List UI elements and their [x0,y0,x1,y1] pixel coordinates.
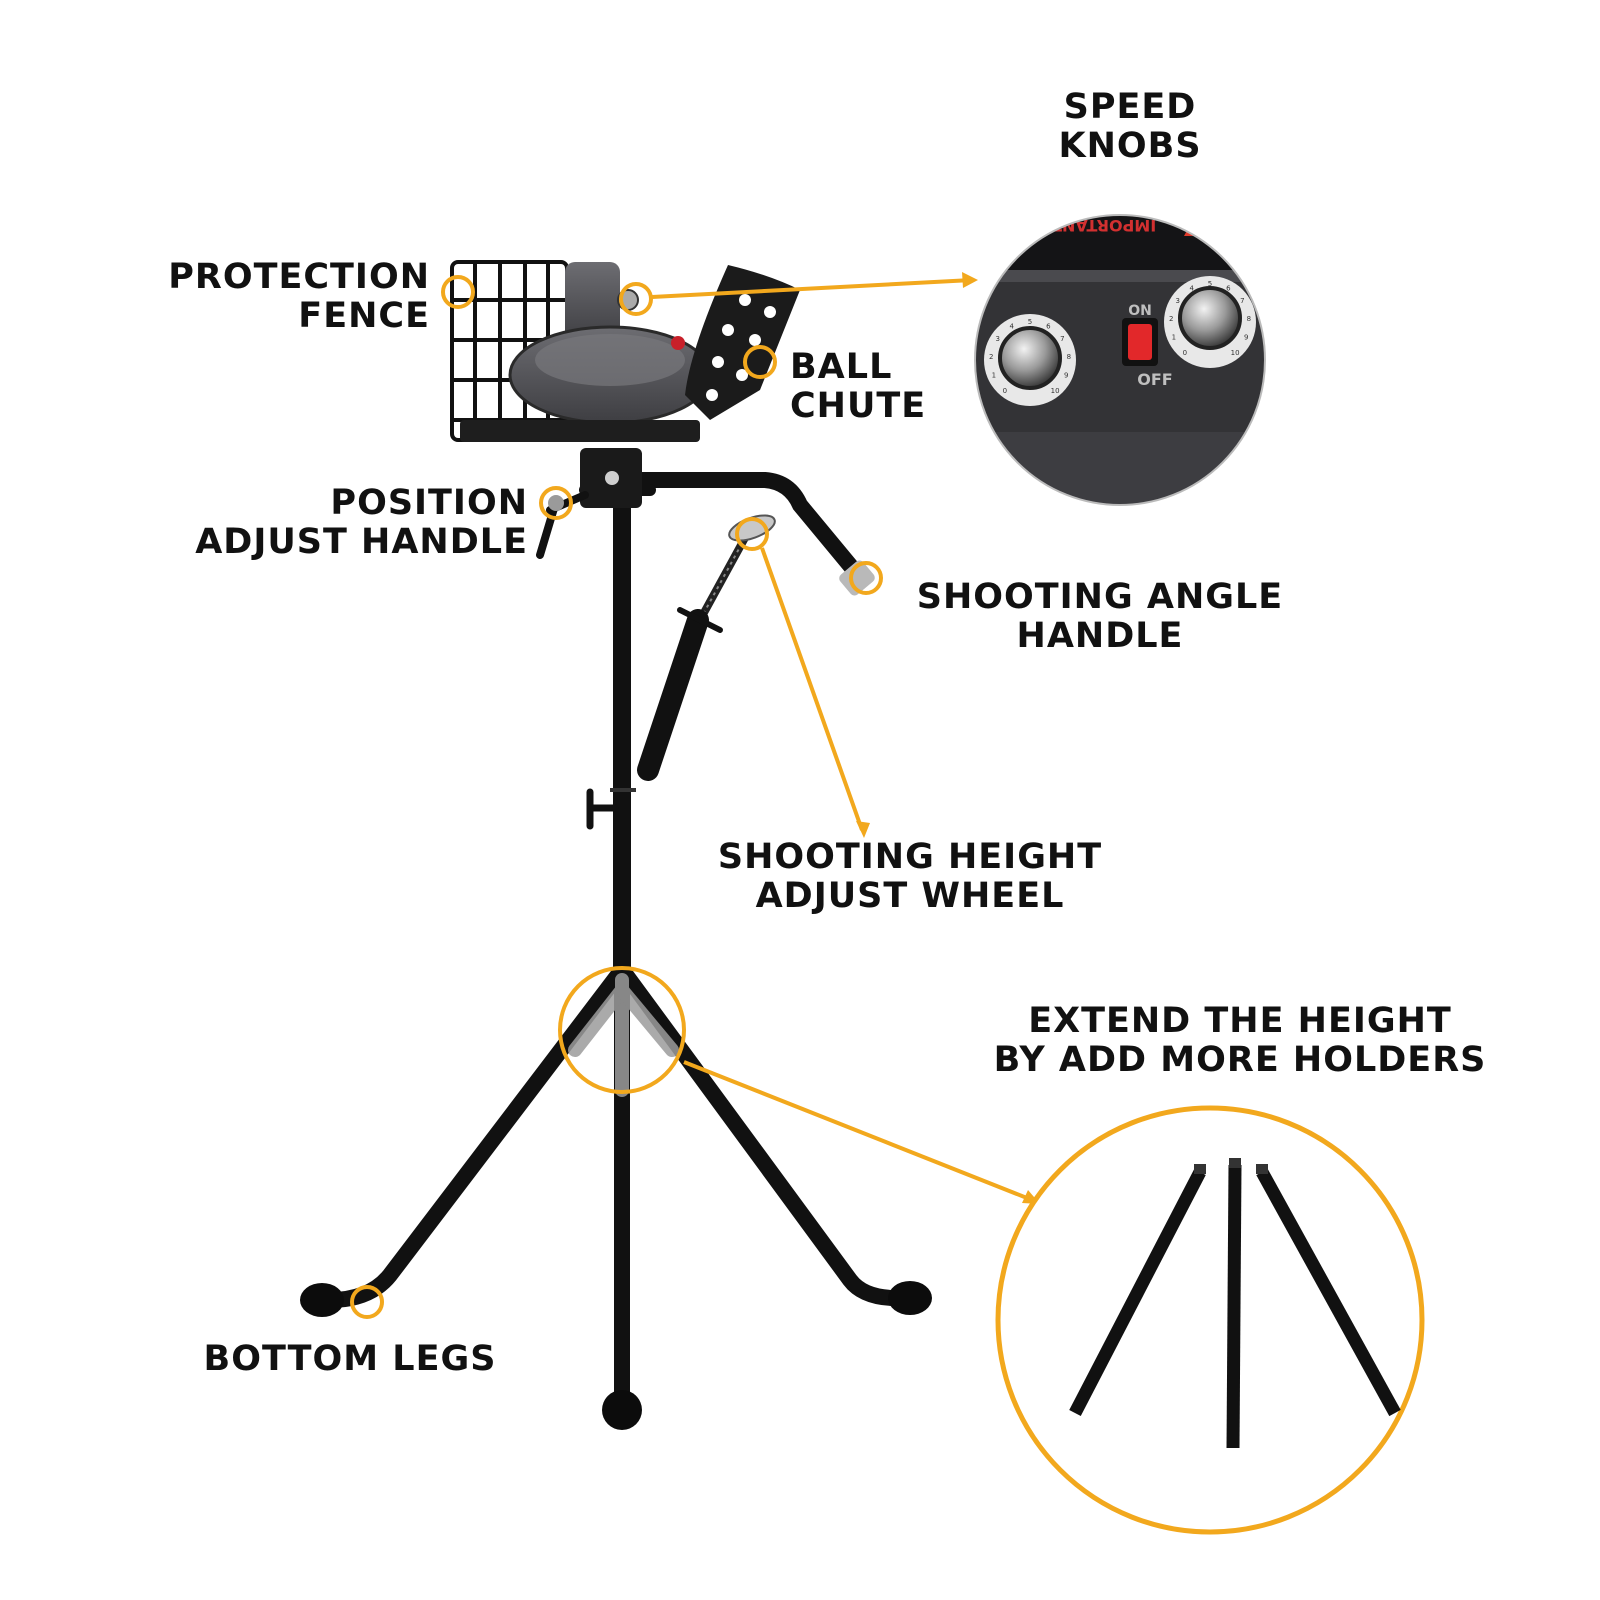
holder-left [1069,1169,1206,1416]
speed-knobs-label: SPEED KNOBS [1030,88,1230,166]
dial-mark: 3 [1175,297,1179,305]
left-speed-knob [998,326,1062,390]
chute-holes [706,294,776,401]
shooting-angle-line-2: HANDLE [1016,616,1184,656]
machine-head [450,260,800,442]
speed-leader [651,278,973,299]
switch-off-label: OFF [1137,370,1172,389]
height-wheel-marker [735,517,769,551]
speed-knobs-line-2: KNOBS [1058,126,1202,166]
dial-mark: 9 [1244,334,1248,342]
mount-bolt [605,471,619,485]
ball-chute-line-1: BALL [790,347,893,387]
dial-mark: 5 [1208,280,1212,288]
dial-mark: 6 [1226,285,1231,293]
dial-mark: 5 [1028,318,1032,326]
position-adjust-line-1: POSITION [330,483,528,523]
angle-handle-marker [849,561,883,595]
extend-height-line-2: BY ADD MORE HOLDERS [993,1040,1487,1080]
holder-right [1256,1168,1401,1417]
dial-mark: 1 [992,372,996,380]
speed-marker [619,282,653,316]
shooting-angle-line-1: SHOOTING ANGLE [916,577,1284,617]
dial-mark: 3 [995,335,999,343]
tripod-stand [322,491,913,1413]
legs-marker [350,1285,384,1319]
callout-markers [350,275,1033,1319]
dial-mark: 0 [1003,387,1007,395]
position-adjust-handle-label: POSITION ADJUST HANDLE [150,484,528,562]
bottom-legs-line-1: BOTTOM LEGS [203,1339,497,1379]
dial-mark: 6 [1046,323,1051,331]
dial-mark: 4 [1189,285,1194,293]
ball-chute-label: BALL CHUTE [790,348,990,426]
holder-center [1226,1164,1242,1449]
power-cap [671,336,685,350]
position-marker [539,486,573,520]
chute-marker [743,345,777,379]
height-wheel-leader [760,547,864,831]
dial-mark: 8 [1247,315,1251,323]
left-leg [322,967,626,1308]
tripod-joint [568,973,679,1097]
speed-knobs-line-1: SPEED [1063,87,1197,127]
protection-fence-line-2: FENCE [298,296,430,336]
speed-knobs-zoom: IMPORTANT! ON OFF 0123456789100123456789… [974,214,1266,506]
warning-label: IMPORTANT! [1044,216,1156,235]
switch-on-label: ON [1128,303,1152,319]
dial-mark: 1 [1172,334,1176,342]
position-handle [536,491,589,559]
protection-fence-label: PROTECTION FENCE [140,258,430,336]
shooting-height-line-2: ADJUST WHEEL [755,876,1065,916]
bottom-legs-label: BOTTOM LEGS [195,1340,505,1379]
protection-fence-line-1: PROTECTION [168,257,430,297]
angle-handle-grip [839,560,875,596]
extension-holders-zoom [995,1105,1425,1535]
extend-height-line-1: EXTEND THE HEIGHT [1028,1001,1452,1041]
dial-mark: 7 [1240,297,1244,305]
dial-mark: 7 [1060,335,1064,343]
position-adjust-line-2: ADJUST HANDLE [195,522,528,562]
height-adjust-mechanism [637,514,776,781]
fence-marker [441,275,475,309]
shooting-height-line-1: SHOOTING HEIGHT [717,837,1103,877]
height-lock-knob [586,788,619,830]
dial-mark: 10 [1051,387,1060,395]
dial-mark: 8 [1067,353,1071,361]
ball-chute [685,265,800,420]
dial-mark: 4 [1009,323,1014,331]
dial-mark: 9 [1064,372,1068,380]
extend-height-label: EXTEND THE HEIGHT BY ADD MORE HOLDERS [960,1002,1520,1080]
extend-leader [683,1060,1033,1202]
leg-feet [300,1281,932,1430]
dial-mark: 2 [989,353,993,361]
dial-mark: 0 [1183,349,1187,357]
base-plate [460,420,700,442]
shooting-angle-handle-label: SHOOTING ANGLE HANDLE [900,578,1300,656]
shooting-height-wheel-label: SHOOTING HEIGHT ADJUST WHEEL [700,838,1120,916]
motor-housing [565,262,620,342]
dial-mark: 2 [1169,315,1173,323]
right-leg [618,967,913,1307]
joint-highlight [558,966,686,1094]
right-speed-knob [1178,286,1242,350]
dial-mark: 10 [1231,349,1240,357]
ball-chute-line-2: CHUTE [790,386,927,426]
